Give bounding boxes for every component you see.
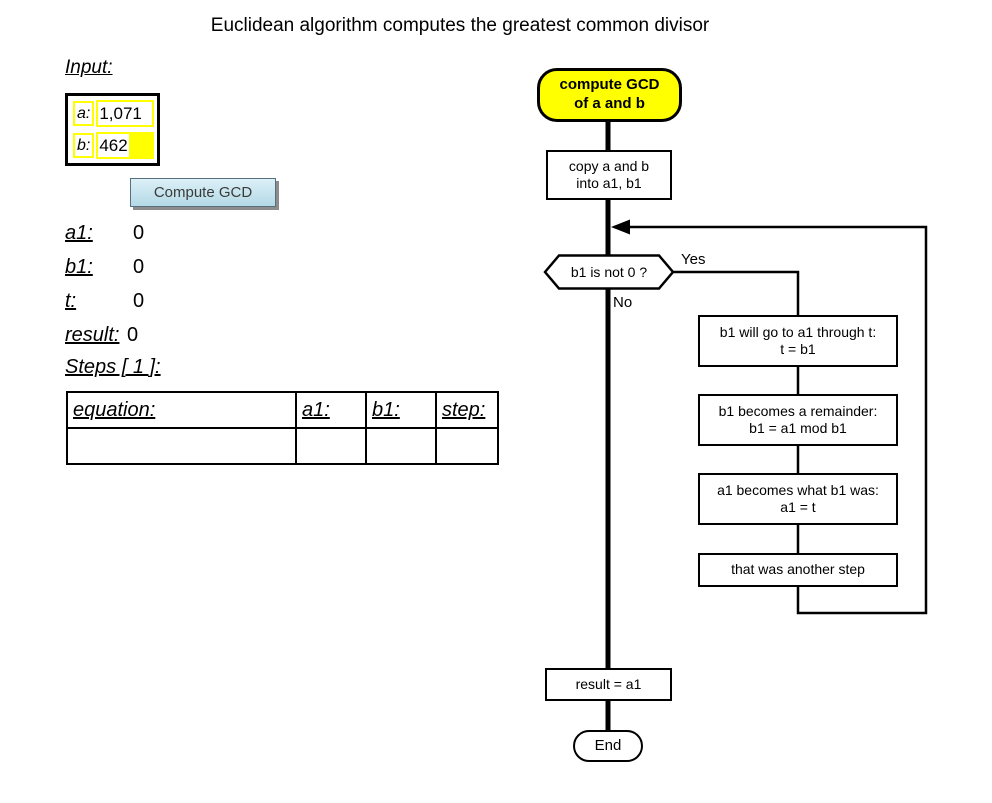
steps-col-b1: b1: bbox=[365, 391, 437, 429]
input-a-field[interactable]: 1,071 bbox=[96, 100, 154, 127]
input-row-a: a: 1,071 bbox=[73, 100, 154, 127]
box4-line1: that was another step bbox=[731, 561, 865, 578]
variable-t-value: 0 bbox=[133, 290, 145, 312]
input-box: a: 1,071 b: 462 bbox=[65, 93, 160, 166]
variable-b1-label: b1: bbox=[65, 256, 93, 278]
input-a-label: a: bbox=[73, 101, 95, 126]
start-line2: of a and b bbox=[574, 95, 645, 112]
variable-t-label: t: bbox=[65, 290, 77, 312]
input-a-value: 1,071 bbox=[98, 102, 152, 125]
steps-col-step: step: bbox=[435, 391, 499, 429]
flowchart-result-box: result = a1 bbox=[545, 668, 672, 701]
start-line1: compute GCD bbox=[559, 76, 660, 94]
flowchart-box-step: that was another step bbox=[698, 553, 898, 587]
variable-a1-value: 0 bbox=[133, 222, 145, 244]
flowchart-box-a1-assign: a1 becomes what b1 was: a1 = t bbox=[698, 473, 898, 525]
flowchart-decision-label: b1 is not 0 ? bbox=[570, 264, 648, 280]
box3-line2: a1 = t bbox=[780, 499, 816, 515]
copy-line1: copy a and b bbox=[568, 157, 650, 174]
flowchart-box-mod: b1 becomes a remainder: b1 = a1 mod b1 bbox=[698, 394, 898, 446]
variable-a1-label: a1: bbox=[65, 222, 93, 244]
page-title: Euclidean algorithm computes the greates… bbox=[210, 15, 710, 36]
no-branch-label: No bbox=[613, 294, 633, 311]
steps-col-a1: a1: bbox=[295, 391, 367, 429]
steps-cell-b1 bbox=[365, 427, 437, 465]
box2-line1: b1 becomes a remainder: bbox=[718, 402, 878, 419]
variable-b1-value: 0 bbox=[133, 256, 145, 278]
input-row-b: b: 462 bbox=[73, 132, 154, 159]
box2-line2: b1 = a1 mod b1 bbox=[749, 420, 847, 436]
variable-result-value: 0 bbox=[127, 324, 139, 346]
steps-heading: Steps [ 1 ]: bbox=[65, 356, 161, 378]
steps-cell-a1 bbox=[295, 427, 367, 465]
box1-line2: t = b1 bbox=[780, 341, 816, 357]
input-b-label: b: bbox=[73, 133, 95, 158]
yes-branch-label: Yes bbox=[681, 251, 706, 268]
input-heading: Input: bbox=[65, 57, 113, 78]
steps-table: equation: a1: b1: step: bbox=[66, 391, 499, 465]
loopback-arrowhead bbox=[611, 219, 630, 235]
flowchart-copy-box: copy a and b into a1, b1 bbox=[546, 150, 672, 200]
steps-col-equation: equation: bbox=[66, 391, 297, 429]
variable-result-label: result: bbox=[65, 324, 120, 346]
input-b-value: 462 bbox=[98, 134, 129, 157]
box1-line1: b1 will go to a1 through t: bbox=[719, 323, 877, 340]
copy-line2: into a1, b1 bbox=[576, 175, 642, 191]
compute-gcd-button[interactable]: Compute GCD bbox=[130, 178, 276, 207]
box3-line1: a1 becomes what b1 was: bbox=[717, 481, 879, 498]
flowchart-box-t-assign: b1 will go to a1 through t: t = b1 bbox=[698, 315, 898, 367]
flowchart-end-terminator: End bbox=[573, 730, 643, 762]
steps-cell-equation bbox=[66, 427, 297, 465]
steps-data-row bbox=[66, 427, 499, 465]
steps-header-row: equation: a1: b1: step: bbox=[66, 391, 499, 429]
steps-cell-step bbox=[435, 427, 499, 465]
flowchart-start-terminator: compute GCD of a and b bbox=[537, 68, 682, 122]
input-b-field[interactable]: 462 bbox=[96, 132, 154, 159]
